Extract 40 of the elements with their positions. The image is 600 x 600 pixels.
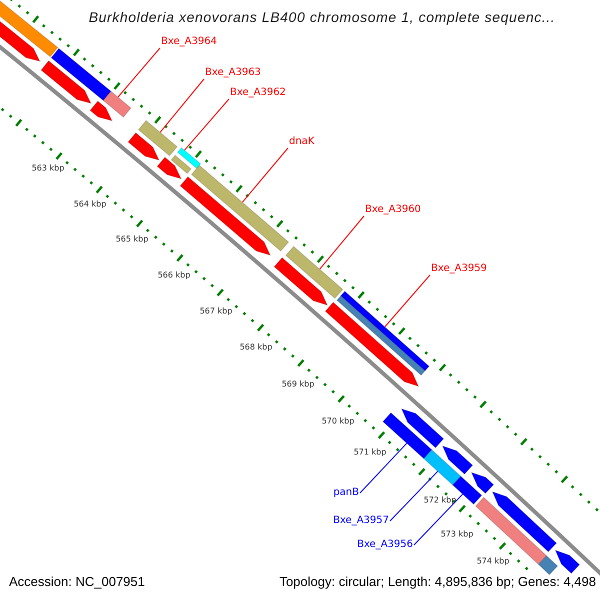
- gene-bar: [285, 246, 344, 300]
- gene-marker: [180, 176, 272, 256]
- leader-line: [319, 216, 364, 270]
- leader-line: [360, 442, 408, 494]
- scale-label: 571 kbp: [354, 448, 386, 456]
- map-title: Burkholderia xenovorans LB400 chromosome 1, complete sequenc...: [88, 9, 556, 25]
- scale-label: 573 kbp: [440, 530, 474, 538]
- scale-label: 563 kbp: [32, 164, 64, 172]
- leader-line: [414, 494, 464, 546]
- gene-bar: [102, 90, 132, 118]
- genome-info-text: Topology: circular; Length: 4,895,836 bp; Genes: 4,498: [279, 574, 596, 589]
- scale-label: 564 kbp: [74, 200, 106, 208]
- accession-text: Accession: NC_007951: [9, 574, 145, 589]
- gene-label: Bxe_A3957: [333, 515, 389, 527]
- scale-label: 569 kbp: [282, 380, 314, 388]
- gene-bar: [423, 449, 462, 486]
- scale-label: 568 kbp: [240, 342, 272, 352]
- gene-bar: [190, 164, 290, 252]
- scale-label: 574 kbp: [476, 556, 510, 566]
- leader-line: [384, 274, 430, 328]
- scale-label: 566 kbp: [158, 270, 190, 280]
- leader-line: [184, 98, 230, 151]
- gene-label: Bxe_A3963: [205, 67, 261, 79]
- scale-label: 565 kbp: [116, 234, 148, 244]
- gene-label: Bxe_A3962: [230, 87, 286, 99]
- scale-label: 567 kbp: [200, 306, 232, 316]
- gene-label: Bxe_A3964: [161, 36, 217, 48]
- gene-label: Bxe_A3960: [365, 204, 421, 216]
- gene-label: dnaK: [289, 136, 314, 148]
- gene-label: panB: [333, 487, 359, 499]
- leader-line: [390, 470, 438, 522]
- gene-bar: [176, 147, 202, 170]
- leader-line: [242, 148, 288, 203]
- leader-line: [118, 48, 160, 98]
- gene-bar: [138, 120, 178, 156]
- scale-label: 572 kbp: [424, 496, 456, 504]
- leader-line: [160, 78, 204, 133]
- scale-label: 570 kbp: [322, 416, 354, 426]
- gene-label: Bxe_A3956: [357, 539, 413, 551]
- gene-label: Bxe_A3959: [431, 263, 487, 275]
